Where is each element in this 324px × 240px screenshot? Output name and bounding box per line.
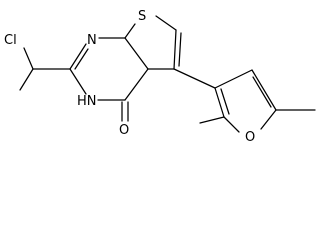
bond-c4-c5-furan <box>251 69 277 111</box>
atom-label-s: S <box>138 9 146 24</box>
bond-c2-n1-double <box>74 48 89 70</box>
bond-c4a-c4 <box>124 68 149 101</box>
chemical-structure: Cl N S HN O O <box>4 9 316 145</box>
bond-cl-c <box>23 47 34 70</box>
bond-c6-c5 <box>173 29 177 70</box>
bond-furan-c2-methyl <box>199 116 225 124</box>
atom-label-cl: Cl <box>4 33 17 48</box>
bond-c7a-c4a <box>124 37 149 70</box>
atom-label-o-carbonyl: O <box>119 123 129 138</box>
bond-c2-n1 <box>69 43 87 70</box>
atom-label-nh: HN <box>77 94 97 109</box>
bond-c-methyl <box>19 68 34 91</box>
bond-c3-c4-furan <box>214 69 253 89</box>
bond-c2-c3-furan <box>214 87 225 118</box>
bond-c6-c5-double <box>178 32 182 67</box>
atom-label-n-ring: N <box>87 33 97 48</box>
atom-label-o-furan: O <box>245 130 255 145</box>
bond-s-c6 <box>155 15 177 31</box>
bond-n3-c2 <box>69 68 87 95</box>
bond-c7a-s <box>124 23 136 39</box>
bond-c5-c3prime <box>173 68 216 89</box>
bond-c5-o-furan <box>260 109 277 130</box>
structure-canvas: Cl N S HN O O <box>4 9 316 145</box>
bond-o-c2-furan <box>223 116 240 133</box>
bond-c2-c3-furan-double <box>220 88 230 115</box>
bond-c4-c5-furan-double <box>252 76 272 108</box>
